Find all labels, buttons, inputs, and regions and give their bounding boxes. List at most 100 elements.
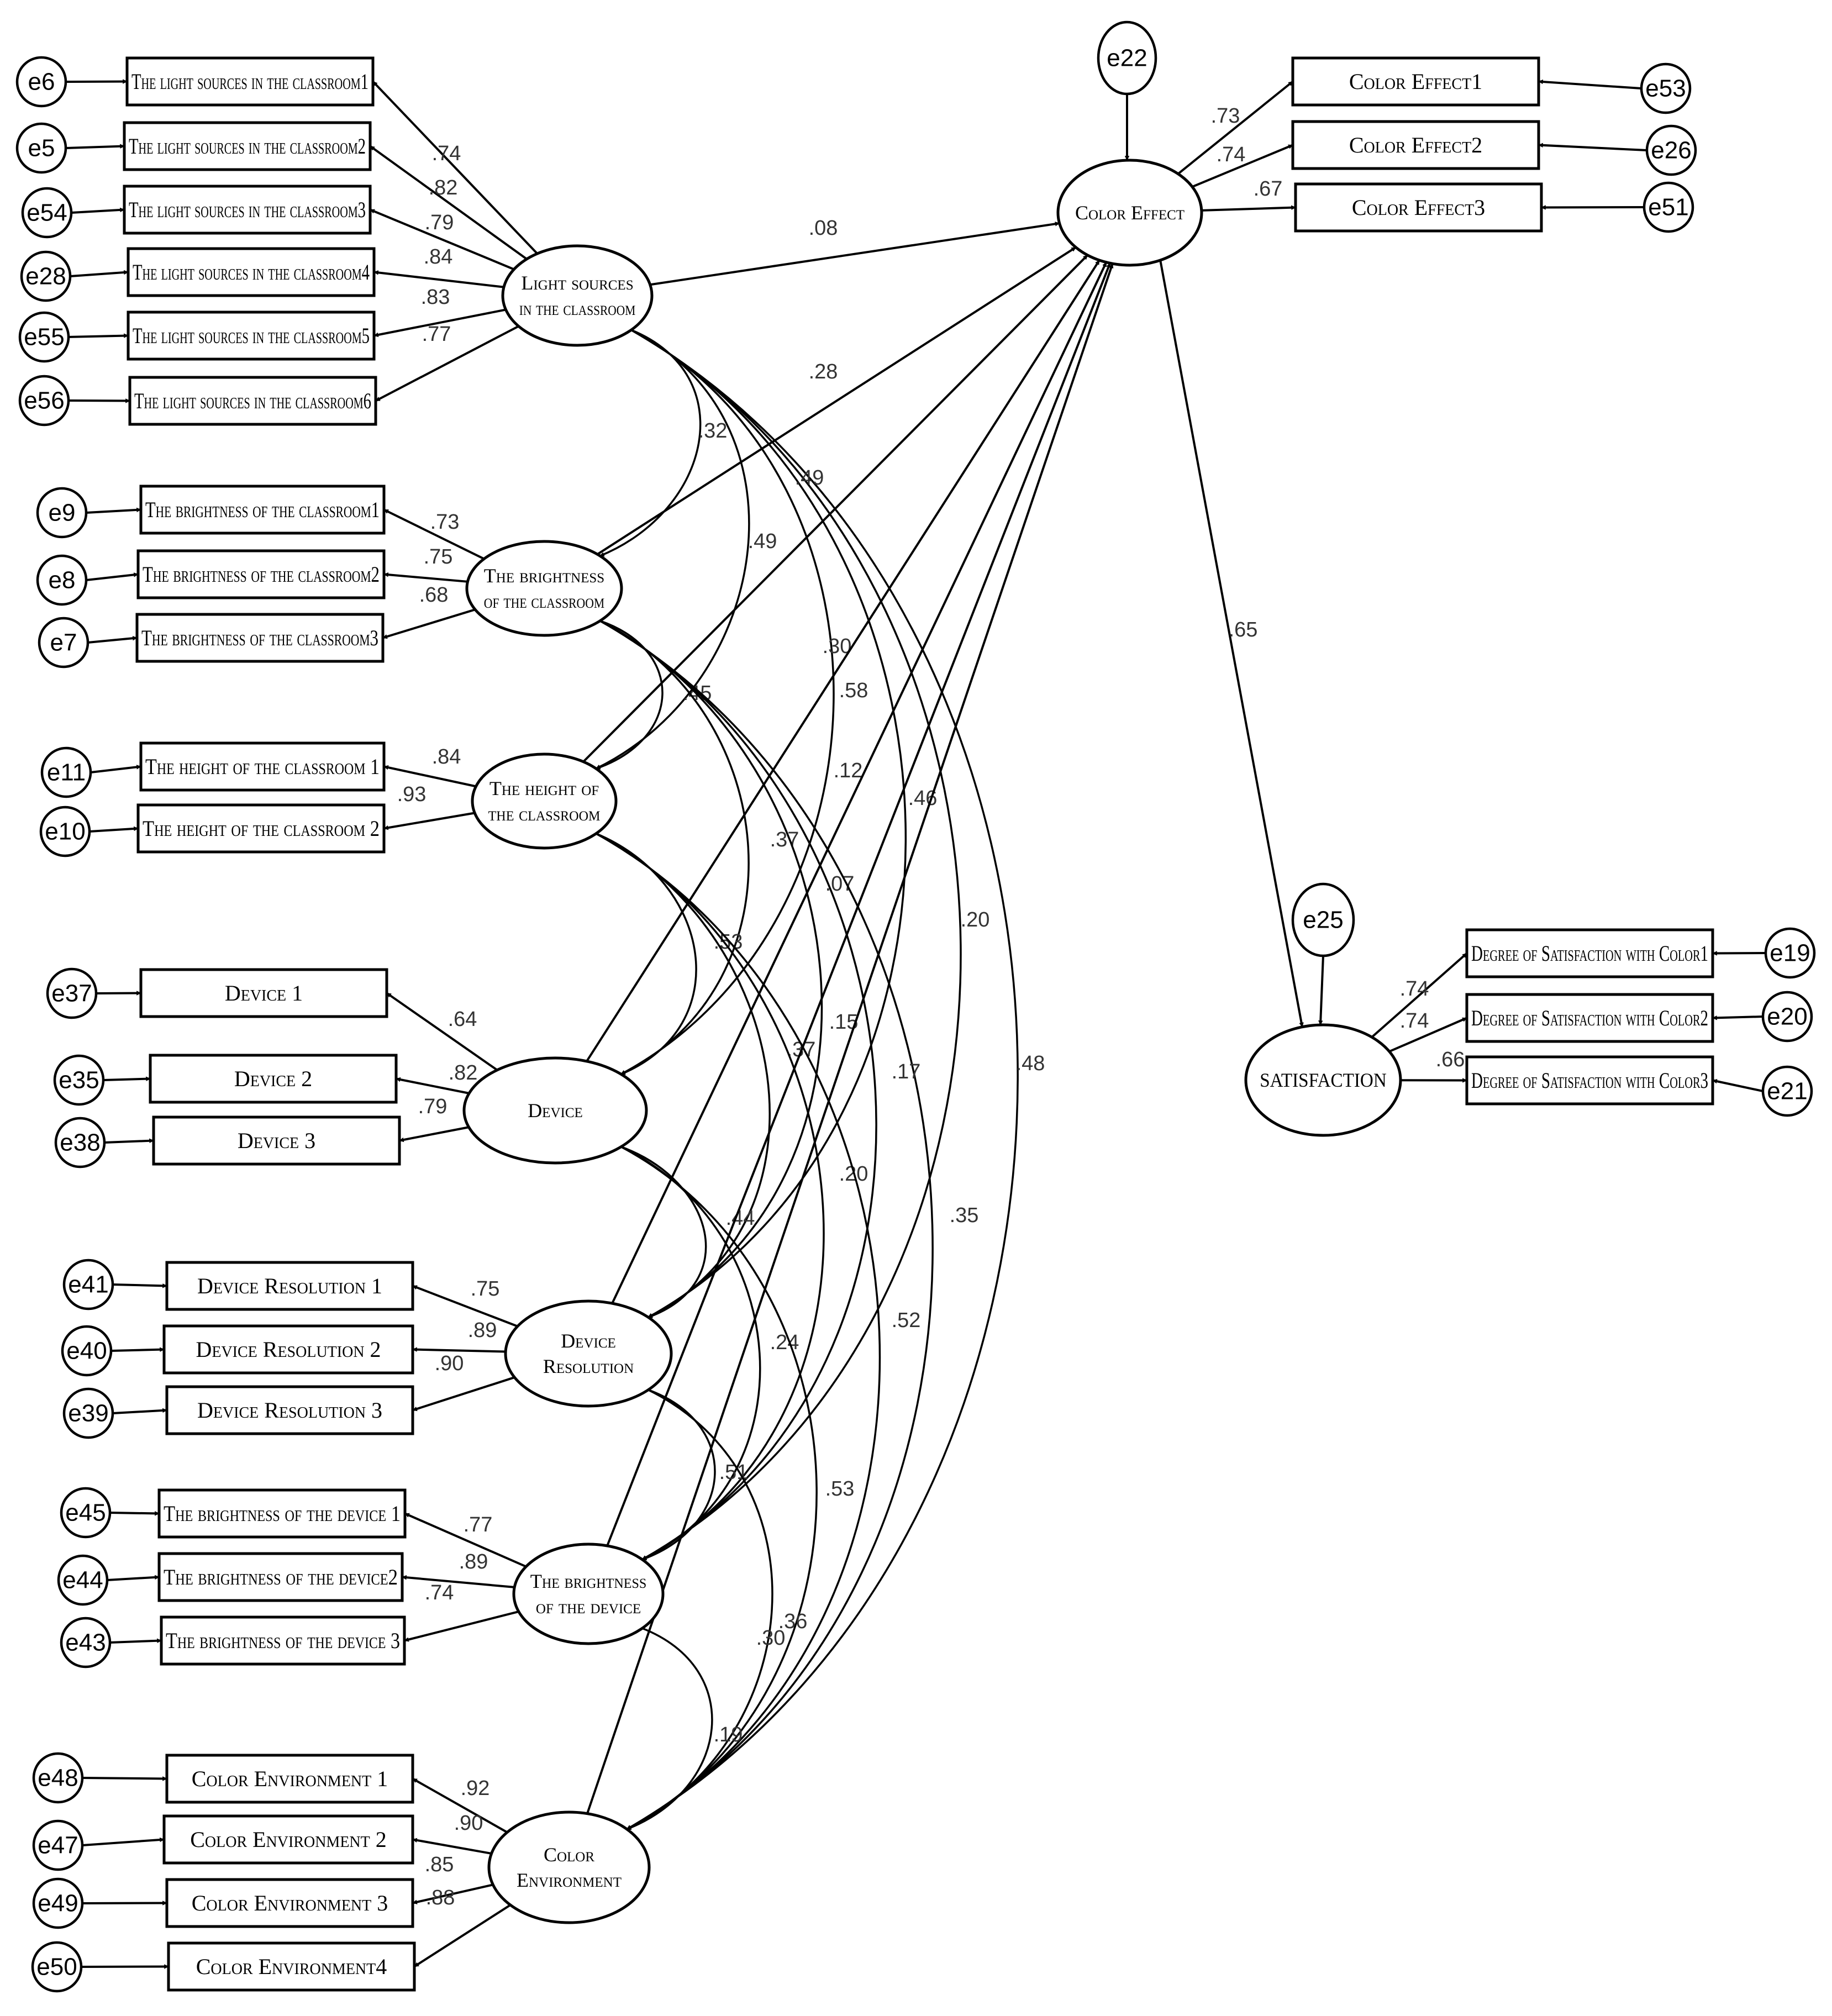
indicator-box (1291, 120, 1540, 170)
indicator-box (128, 376, 377, 426)
error-e21 (1761, 1065, 1813, 1117)
covariance-arc-dr-bd (641, 1386, 716, 1561)
loading-coef: .67 (1254, 177, 1283, 201)
indicator-label: The light sources in the classroom1 (131, 69, 368, 94)
loading-arrow (412, 1838, 492, 1855)
indicator-label: The brightness of the classroom3 (141, 625, 378, 650)
path-dr-to-cef (611, 261, 1108, 1304)
loading-arrow (413, 1904, 511, 1968)
latent-label-cef: Color Effect (1075, 202, 1185, 224)
error-label: e53 (1645, 75, 1686, 102)
loading-arrow (369, 145, 528, 260)
loading-coef: .64 (448, 1008, 477, 1031)
disturbance-label: e22 (1107, 45, 1147, 72)
error-e19 (1764, 927, 1816, 979)
covariance-arc-dv-dr (615, 1143, 707, 1319)
indicator-label: Device Resolution 3 (197, 1398, 382, 1423)
indicator-box (157, 1488, 407, 1539)
error-label: e6 (28, 69, 55, 96)
covariance-coef-ls-ce: .48 (1016, 1052, 1045, 1075)
error-e38 (54, 1117, 106, 1168)
covariance-coef-ls-hc: .49 (748, 530, 777, 553)
indicator-box (123, 185, 372, 235)
indicator-box (123, 121, 372, 171)
loading-coef: .88 (426, 1886, 455, 1909)
covariance-coef-ls-dr: .12 (834, 759, 863, 782)
loading-coef: .74 (1400, 1009, 1429, 1033)
error-arrow (82, 1901, 167, 1906)
path-ce-to-cef (586, 263, 1114, 1814)
latent-label-ce: Color (544, 1844, 594, 1866)
loading-coef: .79 (425, 211, 454, 234)
error-arrow (109, 1638, 162, 1644)
indicator-label: Device 3 (238, 1128, 315, 1153)
error-e53 (1640, 62, 1692, 114)
covariance-arc-ls-bd (626, 325, 962, 1561)
path-coef-dr-cef: .46 (908, 787, 938, 810)
loading-arrow (412, 1347, 506, 1353)
error-label: e21 (1767, 1078, 1807, 1105)
indicator-label: The light sources in the classroom5 (133, 323, 370, 348)
path-coef-bc-cef: .28 (809, 360, 838, 383)
covariance-arc-ls-dv (620, 325, 835, 1075)
disturbance-e25 (1291, 882, 1355, 957)
path-coef-cef-sat: .65 (1229, 618, 1258, 641)
indicator-label: Degree of Satisfaction with Color3 (1471, 1068, 1708, 1093)
loading-arrow (373, 308, 506, 338)
covariance-layer: .32.49.30.12.20.48.45.37.07.15.52.53.37.… (591, 325, 1045, 1830)
error-e45 (60, 1487, 112, 1539)
error-e37 (46, 967, 98, 1019)
covariance-coef-dv-ce: .36 (778, 1610, 808, 1633)
loading-arrow (383, 765, 476, 788)
latent-label-dr: Device (561, 1330, 616, 1352)
error-label: e7 (50, 629, 77, 656)
indicator-label: Color Environment4 (196, 1954, 387, 1979)
loading-coef: .74 (432, 142, 461, 165)
path-ls-to-cef (650, 222, 1060, 286)
loading-arrow (404, 1610, 519, 1642)
error-arrow (96, 991, 141, 996)
latent-label-ce: Environment (517, 1869, 622, 1891)
latent-ls (501, 244, 654, 347)
indicator-box (165, 1261, 414, 1311)
indicator-box (125, 56, 375, 107)
covariance-arc-bc-dv (594, 617, 750, 1076)
loading-coef: .68 (419, 583, 449, 607)
error-e7 (38, 617, 90, 669)
error-e11 (40, 746, 92, 798)
error-e6 (15, 56, 67, 108)
loading-coef: .77 (422, 323, 451, 346)
error-e9 (36, 487, 88, 539)
loading-arrow (412, 1285, 518, 1328)
indicator-box (127, 310, 376, 361)
error-arrow (87, 636, 138, 644)
disturbance-e22 (1097, 20, 1157, 96)
covariance-arc-bd-ce (626, 1624, 713, 1830)
covariance-coef-hc-ce: .53 (825, 1477, 855, 1501)
loading-coef: .83 (421, 286, 450, 309)
error-label: e56 (24, 387, 64, 414)
loading-arrow (1201, 205, 1296, 212)
loading-arrow (386, 992, 498, 1071)
loading-coef: .66 (1436, 1048, 1465, 1071)
indicator-label: The brightness of the classroom2 (143, 562, 380, 587)
error-arrow (90, 765, 141, 773)
latent-label-bd: of the device (536, 1596, 641, 1618)
loading-coef: .84 (424, 245, 453, 269)
covariance-arc-hc-bd (591, 829, 825, 1561)
indicator-box (136, 803, 386, 854)
indicator-label: The height of the classroom 1 (145, 754, 380, 779)
error-label: e55 (24, 324, 64, 351)
indicator-label: Color Effect3 (1352, 195, 1485, 220)
loading-coef: .79 (418, 1095, 448, 1118)
loading-arrow (383, 812, 475, 830)
indicator-box (135, 613, 385, 663)
latent-hc (471, 752, 618, 850)
error-label: e20 (1767, 1003, 1807, 1030)
latent-label-ls: in the classroom (519, 297, 636, 319)
latent-bd (512, 1543, 665, 1645)
error-e54 (21, 187, 73, 239)
indicator-box (139, 485, 386, 535)
loading-coef: .82 (449, 1061, 478, 1085)
